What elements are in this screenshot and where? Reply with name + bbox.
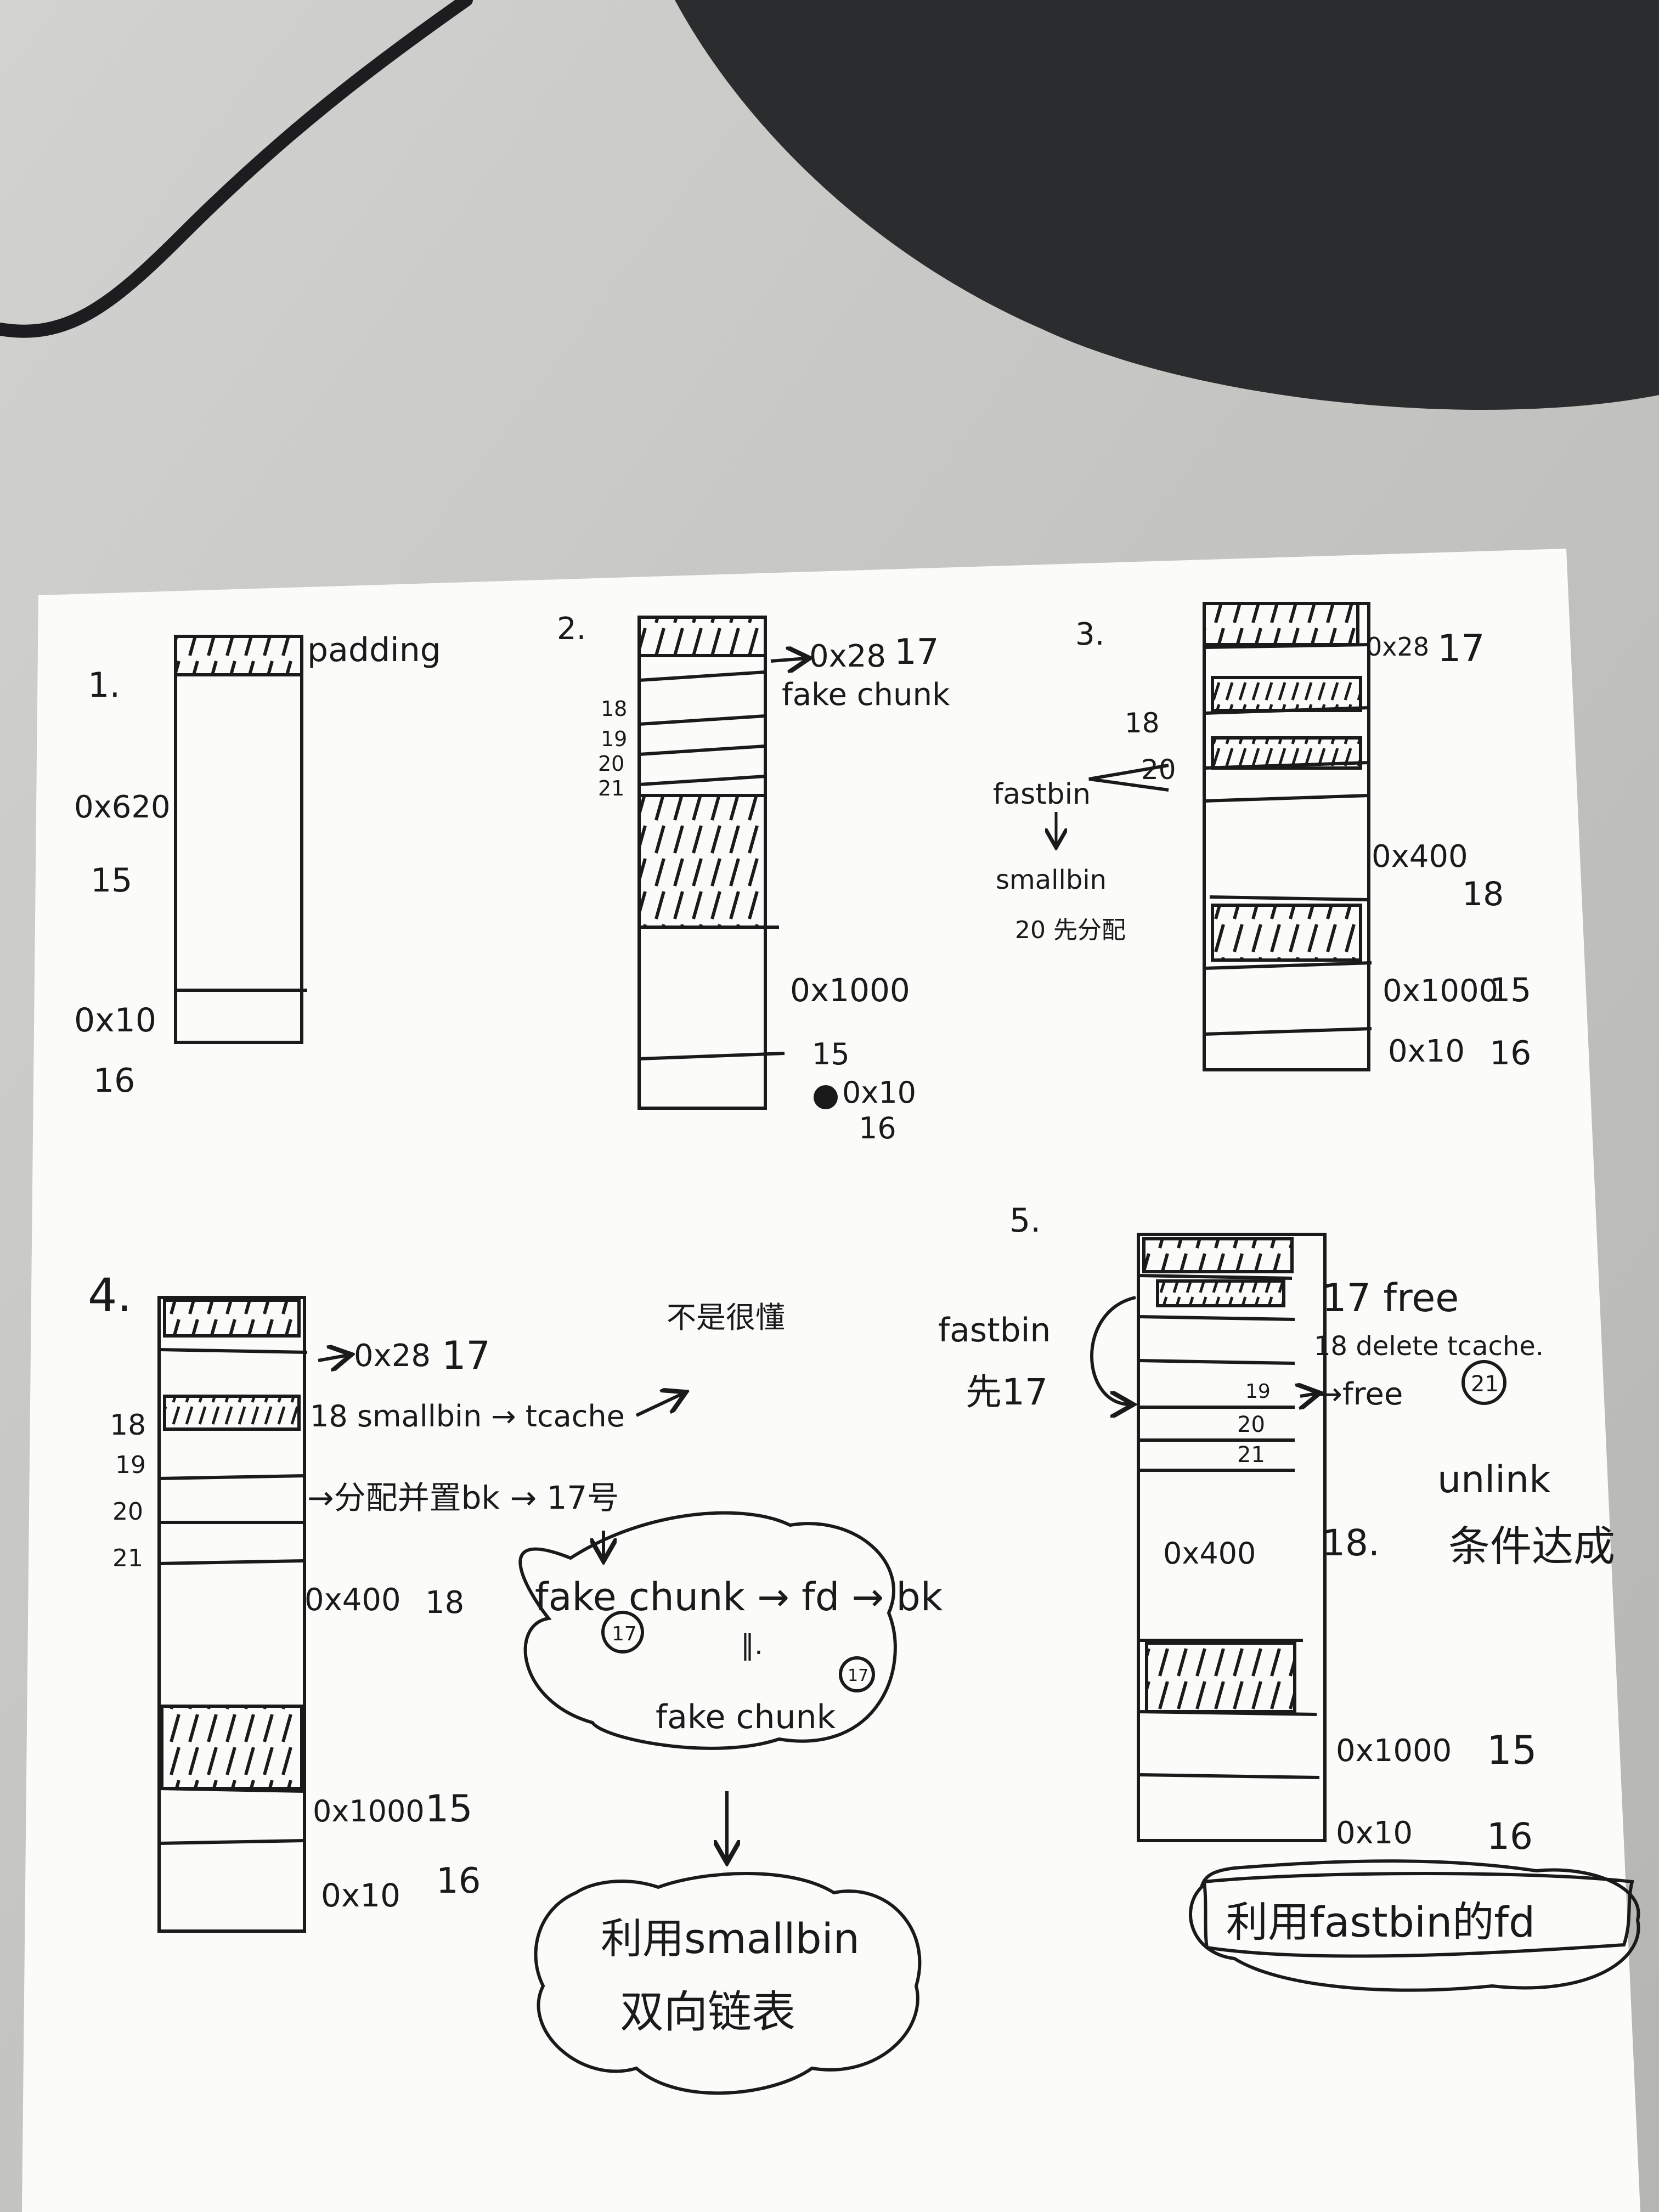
panel-4-index-18: 18 xyxy=(425,1585,464,1621)
cloud-circled-17-b: 17 xyxy=(848,1666,868,1685)
panel-5 xyxy=(1090,1233,1640,1992)
paper-sheet xyxy=(22,549,1640,2212)
panel-1-index-15: 15 xyxy=(91,861,132,900)
panel-3-index-15: 15 xyxy=(1489,971,1531,1009)
cloud-equals: ‖. xyxy=(741,1629,763,1661)
panel-5-free-17: 17 free xyxy=(1322,1276,1459,1321)
cloud-line-1: fake chunk → fd → bk xyxy=(535,1575,943,1620)
panel-5-bottom-box: 利用fastbin的fd xyxy=(1226,1898,1535,1946)
panel-2-idx-20: 20 xyxy=(598,752,624,776)
panel-5-index-15: 15 xyxy=(1487,1727,1537,1773)
bottom-cloud-line-2: 双向链表 xyxy=(620,1987,795,2038)
panel-2 xyxy=(637,616,806,1110)
panel-4-idx-19: 19 xyxy=(115,1451,146,1479)
panel-3-small-size: 0x10 xyxy=(1388,1034,1465,1069)
panel-3-index-17: 17 xyxy=(1437,627,1485,670)
panel-3-mid-size: 0x400 xyxy=(1372,839,1468,874)
panel-5-first-17: 先17 xyxy=(966,1371,1048,1413)
panel-2-index-15: 15 xyxy=(812,1037,850,1071)
panel-3-number: 3. xyxy=(1075,617,1104,652)
panel-4-note-top: 不是很懂 xyxy=(667,1300,785,1335)
panel-4-idx-20: 20 xyxy=(112,1498,143,1526)
panel-4-line-2: →分配并置bk → 17号 xyxy=(307,1479,619,1516)
panel-3-size-top: 0x28 xyxy=(1366,632,1429,662)
panel-4-idx-21: 21 xyxy=(112,1544,143,1572)
panel-4-line-1: 18 smallbin → tcache xyxy=(310,1399,625,1434)
panel-5-free-arrow: →free xyxy=(1317,1376,1403,1412)
panel-5-big-size: 0x1000 xyxy=(1336,1733,1452,1769)
cable xyxy=(0,0,473,338)
panel-4-small-size: 0x10 xyxy=(321,1877,400,1914)
panel-5-number: 5. xyxy=(1009,1201,1041,1240)
panel-3-smallbin: smallbin xyxy=(996,865,1107,895)
panel-5-index-18: 18. xyxy=(1322,1522,1380,1564)
panel-1-index-16: 16 xyxy=(93,1062,135,1100)
panel-3-big-size: 0x1000 xyxy=(1383,973,1498,1009)
ink-blot xyxy=(814,1085,838,1109)
monitor-base xyxy=(675,0,1659,410)
panel-5-small-size: 0x10 xyxy=(1336,1815,1413,1851)
panel-4-idx-18: 18 xyxy=(110,1409,146,1442)
panel-2-index-17: 17 xyxy=(894,632,939,673)
panel-5-circled-21: 21 xyxy=(1471,1372,1499,1397)
panel-5-index-16: 16 xyxy=(1487,1815,1533,1858)
panel-2-size-top: 0x28 xyxy=(809,639,886,674)
panel-1 xyxy=(174,635,307,1044)
panel-4-index-15: 15 xyxy=(425,1787,473,1831)
panel-2-small-size: 0x10 xyxy=(842,1075,916,1110)
bottom-cloud-line-1: 利用smallbin xyxy=(601,1914,860,1963)
panel-3-index-16: 16 xyxy=(1489,1034,1531,1073)
panel-3-fastbin: fastbin xyxy=(993,778,1091,811)
panel-4-size-top: 0x28 xyxy=(354,1338,431,1374)
panel-4-big-size: 0x1000 xyxy=(313,1794,425,1829)
panel-2-big-size: 0x1000 xyxy=(790,972,910,1009)
panel-1-size-label: 0x620 xyxy=(74,789,171,825)
fake-chunk-label: fake chunk xyxy=(782,677,950,713)
panel-5-idx-19: 19 xyxy=(1245,1380,1271,1403)
panel-3-index-18: 18 xyxy=(1462,875,1504,913)
panel-1-number: 1. xyxy=(88,665,120,705)
panel-3 xyxy=(1088,602,1372,1071)
panel-5-unlink: unlink xyxy=(1437,1458,1551,1502)
panel-5-idx-20: 20 xyxy=(1237,1412,1265,1437)
panel-5-fastbin: fastbin xyxy=(938,1311,1051,1350)
panel-4-number: 4. xyxy=(88,1268,132,1322)
panel-2-index-16: 16 xyxy=(859,1111,896,1146)
padding-label: padding xyxy=(307,631,441,669)
panel-4-index-17: 17 xyxy=(442,1333,490,1378)
panel-3-note: 20 先分配 xyxy=(1015,916,1126,944)
panel-5-condition: 条件达成 xyxy=(1448,1522,1615,1571)
panel-3-idx-20: 20 xyxy=(1141,754,1176,786)
cloud-line-2: fake chunk xyxy=(656,1698,836,1736)
panel-4 xyxy=(157,1296,922,2095)
panel-3-idx-18: 18 xyxy=(1125,707,1160,739)
panel-2-idx-18: 18 xyxy=(601,697,627,721)
panel-5-mid-size: 0x400 xyxy=(1163,1536,1256,1571)
panel-4-index-16: 16 xyxy=(436,1861,481,1901)
panel-1-small-size: 0x10 xyxy=(74,1001,156,1040)
panel-2-number: 2. xyxy=(557,611,586,647)
panel-5-idx-21: 21 xyxy=(1237,1442,1265,1468)
cloud-circled-17-a: 17 xyxy=(612,1623,637,1645)
panel-2-idx-21: 21 xyxy=(598,776,624,800)
panel-2-idx-19: 19 xyxy=(601,727,627,751)
panel-5-delete-tcache: 18 delete tcache. xyxy=(1314,1331,1544,1362)
panel-4-mid-size: 0x400 xyxy=(304,1582,401,1618)
